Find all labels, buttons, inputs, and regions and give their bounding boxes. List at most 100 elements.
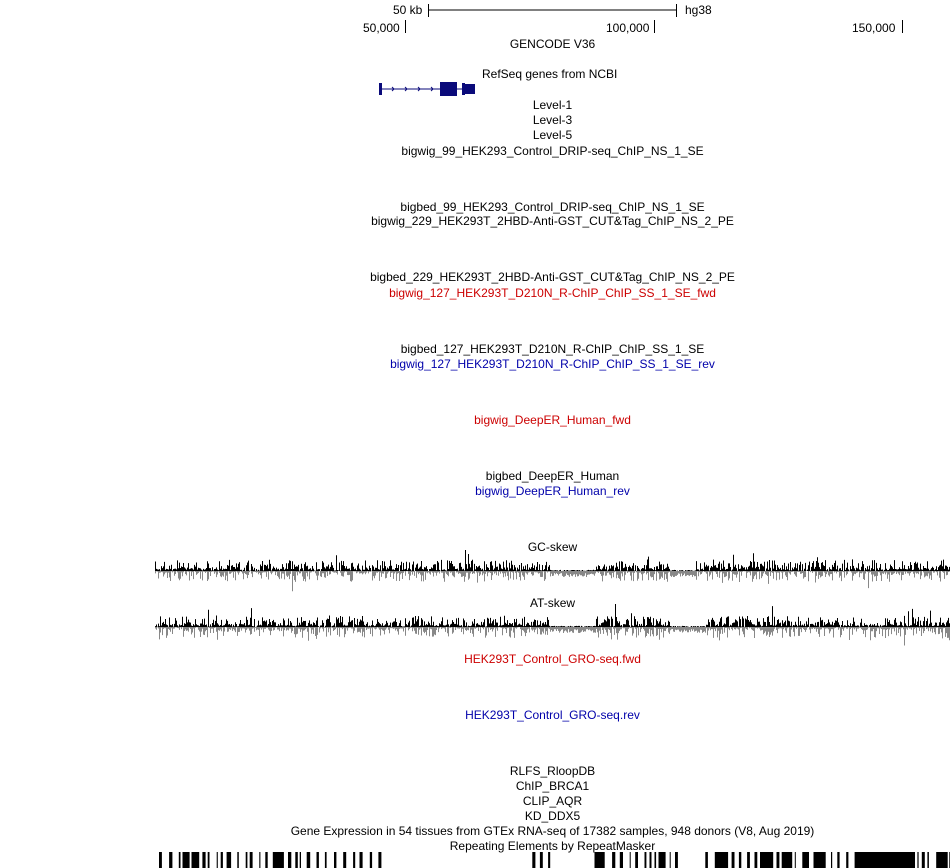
track-label-at-skew[interactable]: AT-skew (529, 596, 576, 610)
ruler-tick-label-2: 100,000 (606, 21, 650, 35)
track-label-deeper-rev[interactable]: bigwig_DeepER_Human_rev (475, 484, 630, 498)
repeat-block (202, 852, 206, 868)
ruler-tick-label-3: 150,000 (852, 21, 896, 35)
repeat-block (921, 852, 925, 868)
repeat-block (548, 852, 551, 868)
track-label-clip-aqr[interactable]: CLIP_AQR (522, 794, 583, 808)
repeat-block (802, 852, 809, 868)
track-label-gencode[interactable]: GENCODE V36 (509, 37, 596, 51)
repeat-block (169, 852, 173, 868)
gc-skew-plot-negative (155, 571, 950, 592)
track-label-kd-ddx5[interactable]: KD_DDX5 (524, 809, 581, 823)
ruler-tick-label-1: 50,000 (363, 21, 400, 35)
repeat-block (705, 852, 708, 868)
track-label-gc-skew[interactable]: GC-skew (527, 540, 578, 554)
repeat-block (272, 852, 284, 868)
track-label-rlfs[interactable]: RLFS_RloopDB (509, 764, 596, 778)
track-label-bigwig-229[interactable]: bigwig_229_HEK293T_2HBD-Anti-GST_CUT&Tag… (371, 214, 734, 228)
repeat-block (837, 852, 840, 868)
repeat-block (539, 852, 543, 868)
ruler-assembly: hg38 (685, 3, 712, 17)
gc-skew-plot-positive (155, 549, 950, 571)
repeat-block (936, 852, 948, 868)
repeat-block (191, 852, 200, 868)
track-label-bigbed-229[interactable]: bigbed_229_HEK293T_2HBD-Anti-GST_CUT&Tag… (370, 270, 735, 284)
repeat-block (245, 852, 248, 868)
repeat-block (299, 852, 301, 868)
track-label-level-1[interactable]: Level-1 (532, 98, 573, 112)
repeat-block (644, 852, 647, 868)
track-label-gro-seq-rev[interactable]: HEK293T_Control_GRO-seq.rev (465, 708, 640, 722)
track-label-bigwig-99[interactable]: bigwig_99_HEK293_Control_DRIP-seq_ChIP_N… (401, 144, 704, 158)
repeat-block (369, 852, 373, 868)
track-label-bigbed-127[interactable]: bigbed_127_HEK293T_D210N_R-ChIP_ChIP_SS_… (400, 342, 705, 356)
repeat-block (754, 852, 758, 868)
repeat-block (714, 852, 729, 868)
repeat-block (831, 852, 833, 868)
track-label-chip-brca1[interactable]: ChIP_BRCA1 (515, 779, 590, 793)
repeat-block (649, 852, 652, 868)
repeat-block (178, 852, 181, 868)
repeat-block (731, 852, 735, 868)
repeat-block (776, 852, 780, 868)
track-label-bigbed-99[interactable]: bigbed_99_HEK293_Control_DRIP-seq_ChIP_N… (400, 200, 705, 214)
repeat-block (890, 852, 908, 868)
at-skew-plot-negative (155, 627, 950, 646)
repeat-block (747, 852, 750, 868)
at-skew-plot-positive (155, 604, 950, 627)
repeat-block (306, 852, 311, 868)
repeat-block (288, 852, 292, 868)
repeat-block (619, 852, 623, 868)
repeat-block (760, 852, 774, 868)
ruler-scale-label: 50 kb (393, 3, 423, 17)
repeat-block (675, 852, 678, 868)
repeat-block (927, 852, 929, 868)
repeat-block (226, 852, 232, 868)
refseq-gene-model[interactable] (0, 80, 950, 100)
repeat-block (237, 852, 239, 868)
track-label-repeatmasker[interactable]: Repeating Elements by RepeatMasker (449, 839, 656, 853)
repeat-block (324, 852, 327, 868)
repeat-block (612, 852, 616, 868)
repeat-block (343, 852, 347, 868)
repeat-block (846, 852, 849, 868)
repeat-block (220, 852, 223, 868)
repeat-block (629, 852, 631, 868)
repeat-block (669, 852, 671, 868)
repeat-block (265, 852, 268, 868)
repeat-block (654, 852, 657, 868)
repeat-block (594, 852, 605, 868)
track-label-bigwig-127-fwd[interactable]: bigwig_127_HEK293T_D210N_R-ChIP_ChIP_SS_… (389, 286, 716, 300)
repeat-block (334, 852, 337, 868)
repeat-block (658, 852, 666, 868)
repeat-block (359, 852, 363, 868)
track-label-bigwig-127-rev[interactable]: bigwig_127_HEK293T_D210N_R-ChIP_ChIP_SS_… (390, 357, 715, 371)
repeat-block (378, 852, 382, 868)
track-label-level-3[interactable]: Level-3 (532, 113, 573, 127)
at-skew-signal[interactable] (155, 604, 950, 648)
track-label-level-5[interactable]: Level-5 (532, 128, 573, 142)
repeat-block (738, 852, 742, 868)
repeat-block (207, 852, 210, 868)
repeat-block (781, 852, 793, 868)
repeat-block (813, 852, 826, 868)
track-label-deeper-fwd[interactable]: bigwig_DeepER_Human_fwd (474, 413, 631, 427)
gc-skew-signal[interactable] (155, 549, 950, 592)
repeatmasker-blocks[interactable] (155, 852, 950, 868)
repeat-block (295, 852, 298, 868)
track-label-gtex[interactable]: Gene Expression in 54 tissues from GTEx … (290, 824, 815, 838)
repeat-block (249, 852, 253, 868)
repeat-block (316, 852, 319, 868)
repeat-block (182, 852, 190, 868)
repeat-block (917, 852, 919, 868)
track-label-refseq[interactable]: RefSeq genes from NCBI (482, 67, 618, 81)
repeat-block (353, 852, 356, 868)
repeat-block (259, 852, 261, 868)
track-label-deeper-bigbed[interactable]: bigbed_DeepER_Human (485, 469, 620, 483)
track-label-gro-seq-fwd[interactable]: HEK293T_Control_GRO-seq.fwd (464, 652, 641, 666)
repeat-block (635, 852, 638, 868)
repeat-block (532, 852, 536, 868)
repeat-block (794, 852, 796, 868)
repeat-block (159, 852, 162, 868)
repeat-block (216, 852, 218, 868)
